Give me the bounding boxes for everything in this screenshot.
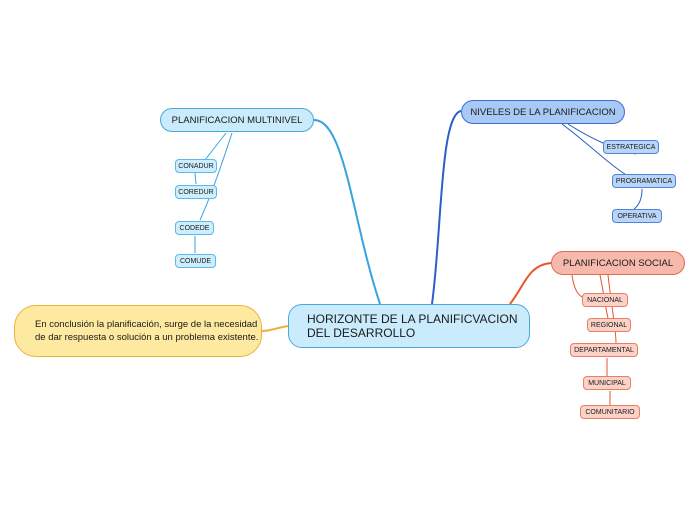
link-social-departamental [607,274,617,344]
subtopic-coredur-label: COREDUR [178,188,214,196]
link-central-conclusion [261,325,289,332]
subtopic-departamental-label: DEPARTAMENTAL [574,346,634,354]
subtopic-codede[interactable]: CODEDE [175,221,214,235]
subtopic-comude-label: COMUDE [179,257,212,265]
subtopic-codede-label: CODEDE [179,224,210,232]
subtopic-municipal-label: MUNICIPAL [588,379,626,387]
conclusion-note[interactable]: En conclusión la planificación, surge de… [14,305,262,357]
link-niveles-programatica [561,123,626,175]
subtopic-estrategica[interactable]: ESTRATEGICA [603,140,659,154]
subtopic-conadur[interactable]: CONADUR [175,159,217,173]
branch-social-label: PLANIFICACION SOCIAL [562,257,674,269]
subtopic-departamental[interactable]: DEPARTAMENTAL [570,343,638,357]
link-multinivel-conadur [204,132,227,161]
link-central-niveles [431,110,462,305]
subtopic-regional-label: REGIONAL [590,321,628,329]
subtopic-conadur-label: CONADUR [178,162,214,170]
link-central-social [509,262,552,305]
subtopic-comunitario-label: COMUNITARIO [585,408,635,416]
conclusion-text: En conclusión la planificación, surge de… [35,319,259,343]
central-topic[interactable]: HORIZONTE DE LA PLANIFICVACION DEL DESAR… [288,304,530,348]
branch-niveles-label: NIVELES DE LA PLANIFICACION [470,106,616,118]
central-topic-text: HORIZONTE DE LA PLANIFICVACION DEL DESAR… [307,312,518,340]
subtopic-comude[interactable]: COMUDE [175,254,216,268]
branch-multinivel-label: PLANIFICACION MULTINIVEL [171,114,303,126]
subtopic-nacional-label: NACIONAL [587,296,623,304]
subtopic-operativa[interactable]: OPERATIVA [612,209,662,223]
branch-niveles[interactable]: NIVELES DE LA PLANIFICACION [461,100,625,124]
subtopic-comunitario[interactable]: COMUNITARIO [580,405,640,419]
subtopic-nacional[interactable]: NACIONAL [582,293,628,307]
subtopic-operativa-label: OPERATIVA [617,212,657,220]
link-multinivel-codede [199,132,233,221]
subtopic-regional[interactable]: REGIONAL [587,318,631,332]
subtopic-municipal[interactable]: MUNICIPAL [583,376,631,390]
link-central-multinivel [313,119,381,305]
branch-social[interactable]: PLANIFICACION SOCIAL [551,251,685,275]
branch-multinivel[interactable]: PLANIFICACION MULTINIVEL [160,108,314,132]
link-conadur-coredur [194,172,197,185]
subtopic-programatica-label: PROGRAMATICA [615,177,673,185]
subtopic-programatica[interactable]: PROGRAMATICA [612,174,676,188]
link-programatica-operativa [633,188,643,210]
subtopic-coredur[interactable]: COREDUR [175,185,217,199]
subtopic-estrategica-label: ESTRATEGICA [606,143,656,151]
